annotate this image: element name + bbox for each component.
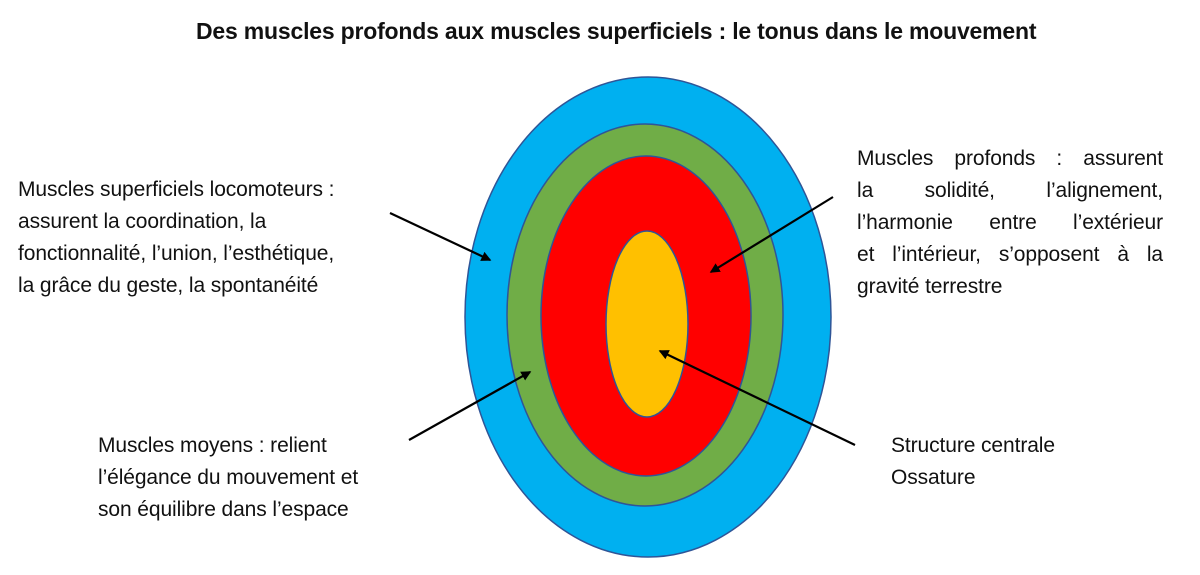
arrow-deep xyxy=(709,196,834,273)
middle-muscles-label: Muscles moyens : relient l’élégance du m… xyxy=(98,430,418,526)
superficial-muscles-label: Muscles superficiels locomoteurs : assur… xyxy=(18,174,418,302)
arrow-middle xyxy=(408,371,532,441)
deep-muscles-label: Muscles profonds : assurent la solidité,… xyxy=(857,143,1163,303)
middle-line: l’élégance du mouvement et xyxy=(98,466,359,489)
core-central-structure xyxy=(605,230,689,418)
superficial-line: la grâce du geste, la spontanéité xyxy=(18,274,319,297)
deep-line: et l’intérieur, s’opposent à la xyxy=(857,243,1163,266)
middle-line: Muscles moyens : relient xyxy=(98,434,327,457)
deep-line: gravité terrestre xyxy=(857,275,1003,298)
central-structure-label: Structure centrale Ossature xyxy=(891,430,1111,494)
deep-line: l’harmonie entre l’extérieur xyxy=(857,211,1163,234)
diagram-title: Des muscles profonds aux muscles superfi… xyxy=(196,18,1037,44)
superficial-line: fonctionnalité, l’union, l’esthétique, xyxy=(18,242,335,265)
superficial-line: assurent la coordination, la xyxy=(18,210,267,233)
deep-line: la solidité, l’alignement, xyxy=(857,179,1163,202)
central-line: Structure centrale xyxy=(891,434,1055,457)
central-line: Ossature xyxy=(891,466,976,489)
superficial-line: Muscles superficiels locomoteurs : xyxy=(18,178,335,201)
arrow-central xyxy=(658,350,856,446)
arrow-superficial xyxy=(389,212,492,261)
deep-line: Muscles profonds : assurent xyxy=(857,147,1163,170)
middle-line: son équilibre dans l’espace xyxy=(98,498,349,521)
